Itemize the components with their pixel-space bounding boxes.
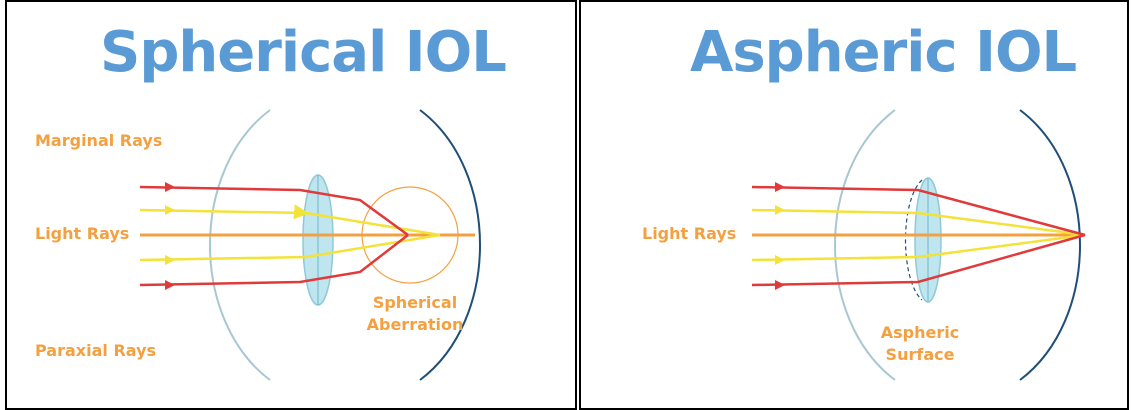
aberration-label-line2: Aberration [366, 315, 464, 334]
paraxial-ray-upper [751, 208, 1086, 237]
marginal-ray-lower [751, 233, 1086, 287]
marginal-ray-lower [139, 234, 409, 287]
aspheric-surface-dashed [904, 179, 923, 301]
surface-label-line2: Surface [885, 345, 955, 364]
light-rays-label: Light Rays [642, 224, 737, 243]
aspheric-iol-title: Aspheric IOL [690, 20, 1077, 85]
marginal-rays-label: Marginal Rays [35, 131, 163, 150]
paraxial-arrow-lower [165, 255, 175, 265]
marginal-arrow-lower [165, 280, 175, 290]
marginal-arrow-lower [775, 280, 785, 290]
surface-label-line1: Aspheric [880, 323, 960, 342]
eye-front-outline [834, 109, 896, 381]
spherical-aberration-label: Spherical Aberration [360, 292, 470, 336]
marginal-arrow-upper [775, 182, 785, 192]
aspheric-iol-diagram [751, 109, 1086, 381]
marginal-ray-upper [139, 185, 409, 237]
paraxial-rays-label: Paraxial Rays [35, 341, 157, 360]
spherical-iol-diagram [139, 109, 481, 381]
left-panel-border [5, 0, 577, 410]
marginal-ray-upper [751, 185, 1086, 237]
paraxial-arrow-upper [775, 205, 785, 215]
eye-back-outline [419, 109, 481, 381]
paraxial-ray-upper [139, 204, 441, 237]
aberration-label-line1: Spherical [372, 293, 458, 312]
aspheric-surface-label: Aspheric Surface [870, 322, 970, 366]
spherical-iol-title: Spherical IOL [100, 20, 507, 85]
eye-back-outline [1019, 109, 1081, 381]
light-rays-label: Light Rays [35, 224, 130, 243]
paraxial-arrow-lower [775, 255, 785, 265]
paraxial-ray-lower [751, 233, 1086, 262]
right-panel-border [579, 0, 1129, 410]
eye-front-outline [209, 109, 271, 381]
marginal-arrow-upper [165, 182, 175, 192]
paraxial-arrow-upper [165, 205, 175, 215]
paraxial-ray-lower [139, 233, 441, 262]
